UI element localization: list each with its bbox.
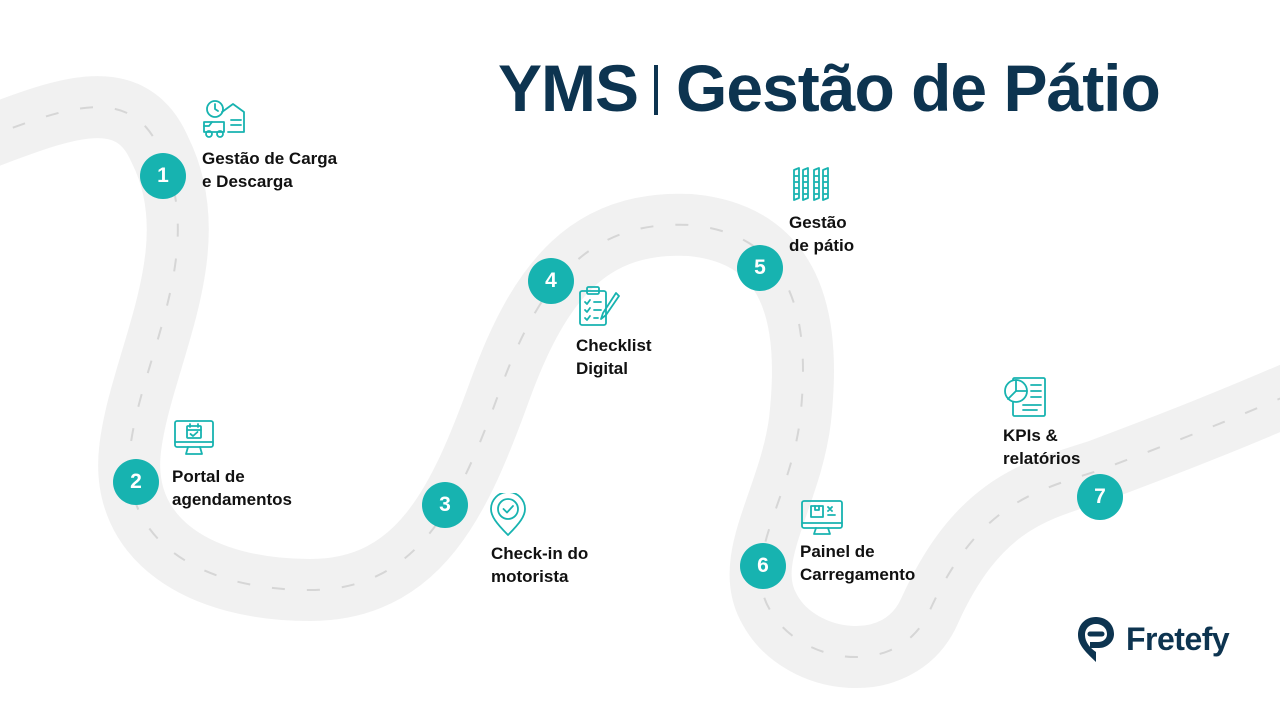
fretefy-logo-icon [1078,617,1114,662]
report-chart-icon [1003,375,1047,419]
step-5-badge: 5 [737,245,783,291]
step-6-badge: 6 [740,543,786,589]
step-2-badge: 2 [113,459,159,505]
step-3-badge: 3 [422,482,468,528]
brand-logo: Fretefy [1076,614,1230,664]
step-4-label: Checklist Digital [576,336,652,378]
warehouse-truck-clock-icon [202,98,246,142]
step-7-badge: 7 [1077,474,1123,520]
page-title: YMS Gestão de Pátio [498,51,1161,125]
step-4-badge: 4 [528,258,574,304]
location-pin-check-icon [486,493,530,537]
step-7-label: KPIs & relatórios [1003,426,1081,468]
title-divider [654,65,659,115]
parking-yard-icon [789,162,833,206]
clipboard-checklist-icon [576,285,620,329]
step-1-badge: 1 [140,153,186,199]
step-1-label: Gestão de Carga e Descarga [202,149,338,191]
step-2-label: Portal de agendamentos [172,467,292,509]
step-5-label: Gestão de pátio [789,213,855,255]
loading-panel-monitor-icon [800,496,844,540]
brand-name: Fretefy [1126,620,1230,657]
step-6-label: Painel de Carregamento [800,542,916,584]
title-gestao-patio: Gestão de Pátio [676,51,1161,125]
title-yms: YMS [498,51,639,125]
calendar-monitor-icon [172,416,216,460]
step-3-label: Check-in do motorista [491,544,589,586]
